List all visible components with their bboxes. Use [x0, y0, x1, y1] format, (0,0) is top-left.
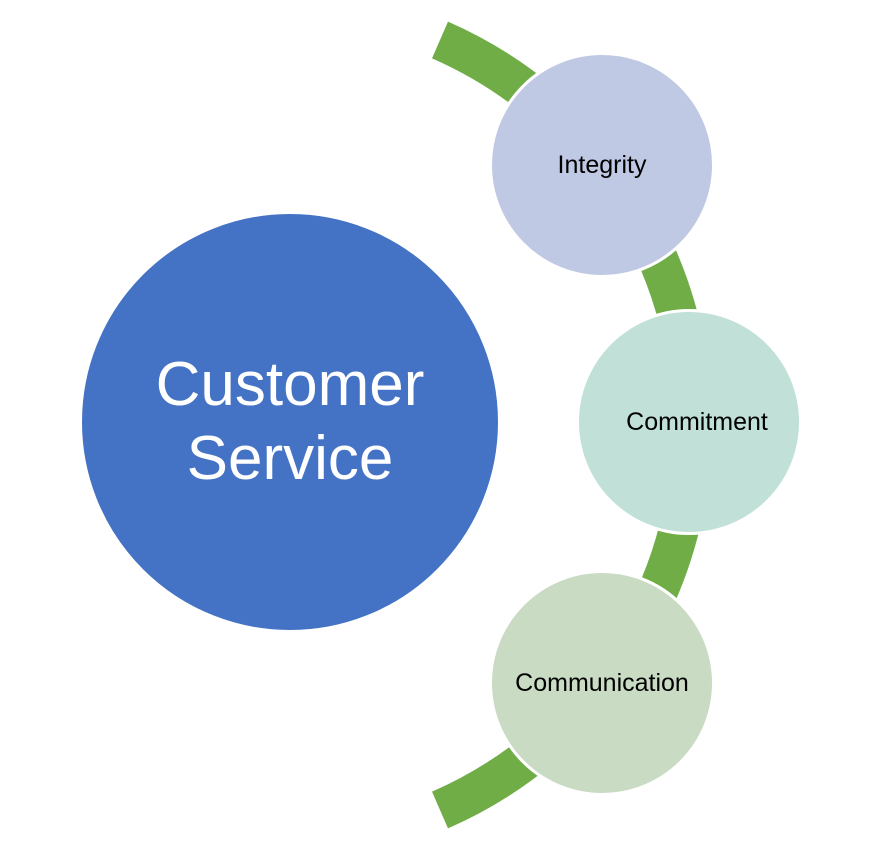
customer-service-circle: Customer Service: [80, 212, 500, 632]
customer-service-label-line2: Service: [186, 424, 394, 493]
customer-service-label-line1: Customer: [155, 350, 425, 419]
commitment-circle: Commitment: [576, 309, 802, 535]
communication-label: Communication: [515, 669, 689, 697]
communication-circle: Communication: [489, 570, 715, 796]
integrity-label: Integrity: [557, 151, 647, 179]
customer-service-label: Customer Service: [130, 348, 450, 496]
integrity-circle: Integrity: [489, 52, 715, 278]
commitment-label: Commitment: [626, 408, 768, 436]
